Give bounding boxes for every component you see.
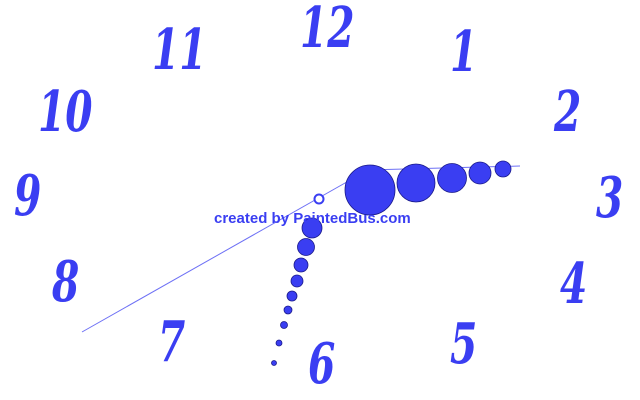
hour-hand-dot (275, 339, 283, 347)
hour-hand-dot (271, 360, 277, 366)
numeral-9: 9 (14, 163, 42, 229)
numeral-6: 6 (308, 331, 336, 397)
hour-hand (271, 217, 323, 366)
minute-hand (344, 160, 512, 216)
hour-hand-dot (286, 290, 298, 302)
numeral-8: 8 (52, 249, 80, 315)
numeral-2: 2 (554, 79, 582, 145)
numeral-5: 5 (450, 311, 478, 377)
hour-hand-dot (293, 257, 309, 273)
minute-hand-dot (344, 164, 396, 216)
second-hand (81, 169, 369, 333)
numeral-10: 10 (38, 79, 93, 145)
hour-hand-dot (297, 238, 315, 256)
minute-hand-dot (494, 160, 512, 178)
hour-hand-dot (283, 305, 293, 315)
minute-hand-dot (437, 163, 467, 193)
numeral-12: 12 (300, 0, 355, 61)
minute-hand-dot (396, 163, 436, 203)
hour-hand-dot (280, 321, 288, 329)
minute-hand-dot (468, 161, 492, 185)
numeral-3: 3 (596, 165, 624, 231)
numeral-4: 4 (560, 251, 588, 317)
center-pin (313, 193, 325, 205)
credit-text: created by PaintedBus.com (214, 210, 411, 227)
numeral-11: 11 (152, 17, 207, 83)
numeral-7: 7 (158, 309, 186, 375)
hour-hand-dot (290, 274, 304, 288)
hour-hand-dot (301, 217, 323, 239)
numeral-1: 1 (450, 19, 478, 85)
